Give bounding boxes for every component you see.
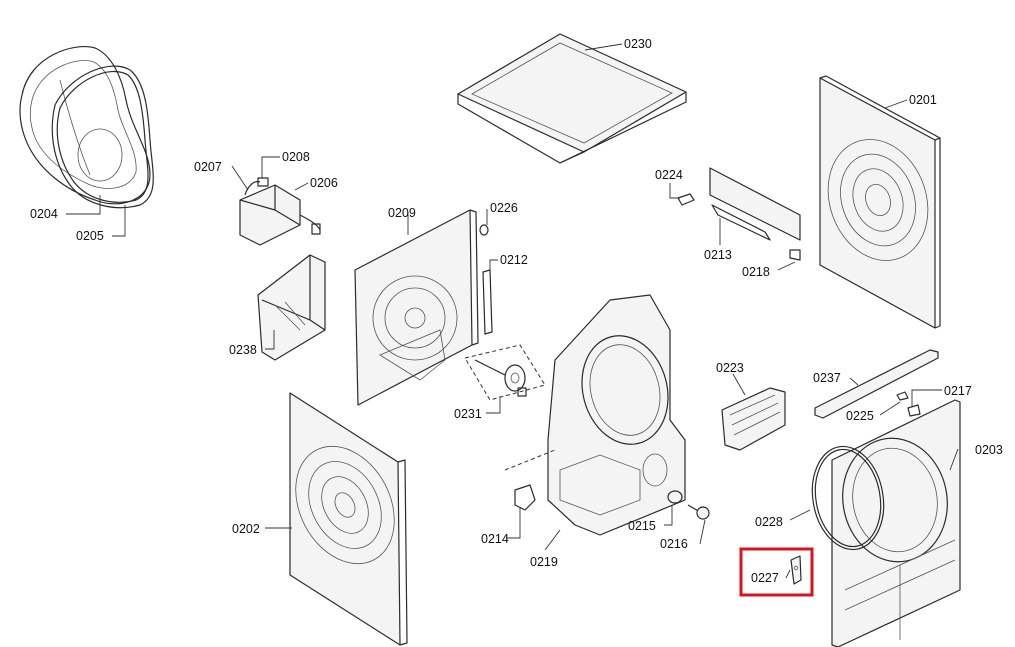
label-0201[interactable]: 0201 [909, 93, 937, 107]
part-0228-door-seal[interactable] [805, 441, 892, 556]
part-0217-catch[interactable] [907, 404, 921, 417]
label-0203[interactable]: 0203 [975, 443, 1003, 457]
part-0238-air-duct[interactable] [257, 254, 326, 361]
label-0227[interactable]: 0227 [751, 571, 779, 585]
label-0213[interactable]: 0213 [704, 248, 732, 262]
part-labels: 0230 0201 0207 0208 0206 0204 0205 0209 … [30, 37, 1003, 585]
label-0224[interactable]: 0224 [655, 168, 683, 182]
part-0224-button[interactable] [677, 193, 695, 206]
part-0215-foot[interactable] [667, 490, 683, 504]
part-0226-grommet[interactable] [479, 224, 489, 236]
part-0205-door-seal[interactable] [51, 65, 154, 209]
part-0209-rear-panel[interactable] [354, 209, 479, 406]
part-0206-motor-module[interactable] [239, 184, 321, 246]
label-0226[interactable]: 0226 [490, 201, 518, 215]
label-0237[interactable]: 0237 [813, 371, 841, 385]
label-0215[interactable]: 0215 [628, 519, 656, 533]
label-0214[interactable]: 0214 [481, 532, 509, 546]
part-0216-screw-foot[interactable] [687, 504, 710, 520]
part-0203-front-panel[interactable] [831, 399, 961, 647]
part-0223-fluff-filter[interactable] [721, 387, 786, 451]
part-0207-sensor[interactable] [244, 180, 261, 196]
label-0218[interactable]: 0218 [742, 265, 770, 279]
part-0227-latch-plate[interactable] [790, 555, 802, 585]
part-0201-side-panel[interactable] [812, 75, 945, 329]
leader-lines [66, 43, 959, 579]
label-0231[interactable]: 0231 [454, 407, 482, 421]
label-0206[interactable]: 0206 [310, 176, 338, 190]
label-0212[interactable]: 0212 [500, 253, 528, 267]
part-0237-rail[interactable] [814, 349, 939, 419]
label-0202[interactable]: 0202 [232, 522, 260, 536]
part-0225-clip[interactable] [896, 391, 909, 401]
label-0223[interactable]: 0223 [716, 361, 744, 375]
highlight-box-0227 [739, 547, 814, 597]
part-0204-door-liner[interactable] [19, 46, 151, 205]
part-0212-hinge-strip[interactable] [482, 269, 493, 335]
label-0225[interactable]: 0225 [846, 409, 874, 423]
label-0238[interactable]: 0238 [229, 343, 257, 357]
label-0205[interactable]: 0205 [76, 229, 104, 243]
part-0202-side-panel[interactable] [276, 392, 414, 646]
part-0213-control-board[interactable] [709, 167, 801, 241]
part-0214-latch[interactable] [504, 449, 556, 511]
label-0216[interactable]: 0216 [660, 537, 688, 551]
part-0230-top-cover[interactable] [457, 33, 687, 164]
label-0204[interactable]: 0204 [30, 207, 58, 221]
part-0231-bearing-kit[interactable] [464, 344, 546, 401]
part-0208-connector[interactable] [257, 177, 269, 187]
label-0209[interactable]: 0209 [388, 206, 416, 220]
part-0218-clip[interactable] [789, 249, 801, 261]
label-0228[interactable]: 0228 [755, 515, 783, 529]
label-0208[interactable]: 0208 [282, 150, 310, 164]
label-0217[interactable]: 0217 [944, 384, 972, 398]
label-0219[interactable]: 0219 [530, 555, 558, 569]
label-0207[interactable]: 0207 [194, 160, 222, 174]
part-0219-frame[interactable] [547, 294, 686, 536]
label-0230[interactable]: 0230 [624, 37, 652, 51]
